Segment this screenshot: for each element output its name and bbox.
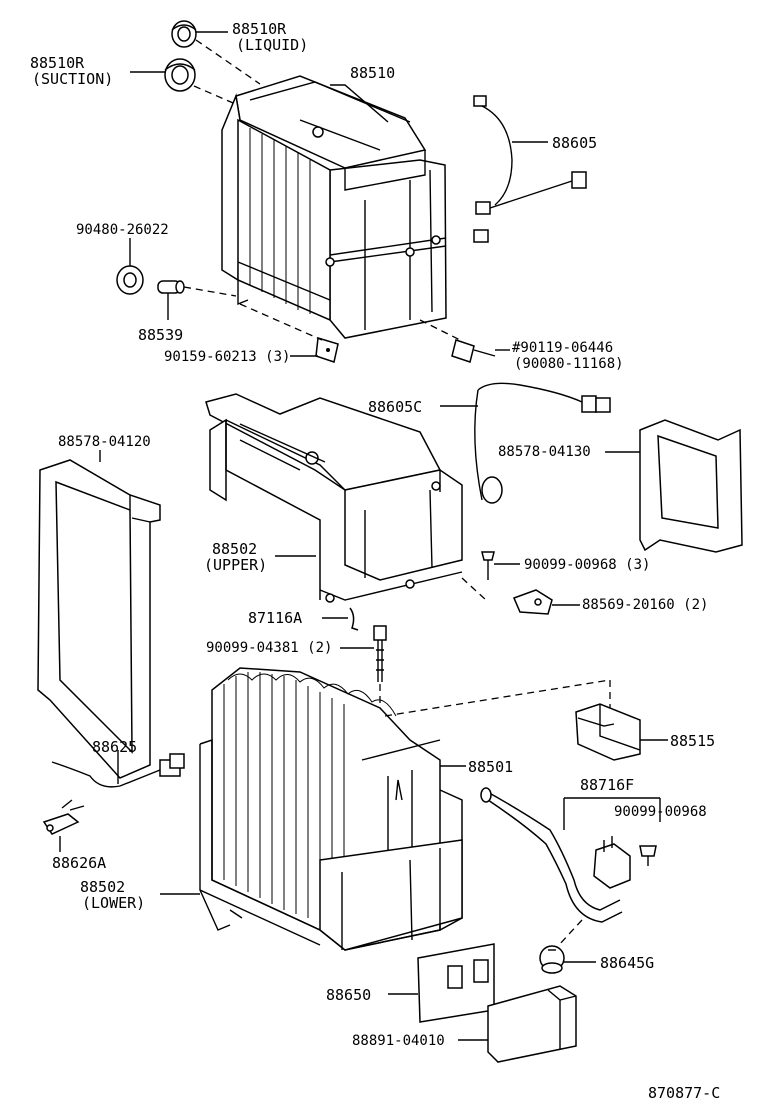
- label-88510: 88510: [350, 64, 395, 82]
- label-88650: 88650: [326, 986, 371, 1004]
- label-90099-00968: 90099-00968: [614, 804, 707, 820]
- label-88502-upper: 88502: [212, 540, 257, 558]
- valve-88645g: [539, 945, 565, 974]
- screw-90099-00968-3: [481, 551, 495, 580]
- clip-88569: [512, 589, 553, 615]
- label-90480: 90480-26022: [76, 222, 169, 238]
- label-88510r-liquid-note: (LIQUID): [236, 36, 308, 54]
- label-88626a: 88626A: [52, 854, 106, 872]
- seal-frame-right: [639, 419, 743, 553]
- evaporator-assembly: [221, 75, 447, 339]
- label-88605c: 88605C: [368, 398, 422, 416]
- label-88625: 88625: [92, 738, 137, 756]
- clip-87116a: [349, 607, 359, 631]
- label-88502-lower-note: (LOWER): [82, 894, 145, 912]
- label-88539: 88539: [138, 326, 183, 344]
- label-88510r-suction-note: (SUCTION): [32, 70, 113, 88]
- label-90099-04381: 90099-04381 (2): [206, 640, 332, 656]
- pad-88650: [417, 943, 495, 1023]
- figure-code: 870877-C: [648, 1084, 720, 1102]
- label-90159: 90159-60213 (3): [164, 349, 290, 365]
- label-88891: 88891-04010: [352, 1033, 445, 1049]
- label-88716f: 88716F: [580, 776, 634, 794]
- label-88578-04120: 88578-04120: [58, 434, 151, 450]
- valve-88515: [575, 703, 641, 761]
- screw-90099-00968: [639, 845, 657, 866]
- label-88510r-liquid: 88510R: [232, 20, 287, 38]
- thermistor-88625: [51, 753, 185, 788]
- pipe-88716f: [480, 787, 631, 923]
- bolt-90099-04381: [373, 625, 387, 682]
- label-88510r-suction: 88510R: [30, 54, 85, 72]
- label-88578-04130: 88578-04130: [498, 444, 591, 460]
- lower-case: [199, 738, 463, 951]
- label-88645g: 88645G: [600, 954, 654, 972]
- clip-88626a: [42, 799, 85, 835]
- grommet-90480: [116, 265, 144, 295]
- label-90080: (90080-11168): [514, 356, 624, 372]
- pin-88539: [157, 280, 185, 294]
- wire-harness-88605: [473, 95, 587, 243]
- sensor-88605c: [474, 382, 611, 504]
- screw-90119: [451, 339, 496, 363]
- screw-90159: [315, 337, 339, 363]
- seal-frame-left: [37, 459, 161, 779]
- label-88515: 88515: [670, 732, 715, 750]
- label-88501: 88501: [468, 758, 513, 776]
- o-ring-liquid: [171, 20, 197, 48]
- label-88569: 88569-20160 (2): [582, 597, 708, 613]
- label-88502-lower: 88502: [80, 878, 125, 896]
- label-88502-upper-note: (UPPER): [204, 556, 267, 574]
- o-ring-suction: [164, 58, 196, 92]
- insulator-88891: [487, 985, 577, 1063]
- label-88605: 88605: [552, 134, 597, 152]
- upper-case: [205, 393, 463, 603]
- label-87116a: 87116A: [248, 609, 302, 627]
- label-90099-00968-3: 90099-00968 (3): [524, 557, 650, 573]
- label-90119: #90119-06446: [512, 340, 613, 356]
